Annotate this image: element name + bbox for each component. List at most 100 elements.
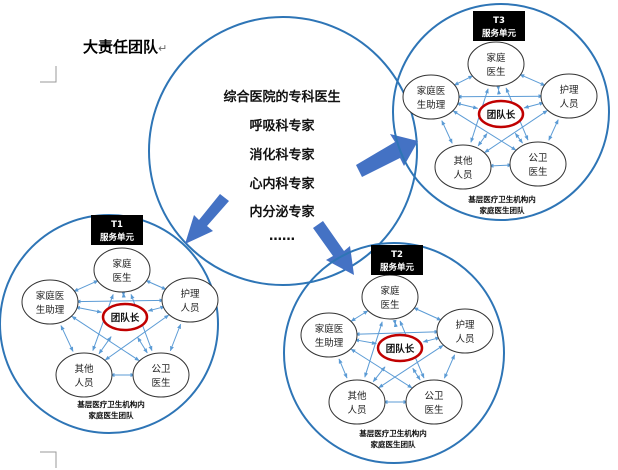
- member-node-line-1: 人员: [453, 170, 472, 181]
- connector-leader-right: [147, 305, 166, 312]
- unit-header-bg: [473, 11, 525, 41]
- connector-leader-bottom_right: [514, 132, 523, 144]
- unit-header: T1 服务单元: [91, 215, 143, 245]
- member-node-shape: [55, 352, 113, 398]
- team-leader: 团队长: [376, 333, 424, 363]
- member-node-shape: [467, 41, 525, 87]
- unit-circle: [283, 242, 505, 464]
- connector-left-right: [75, 298, 165, 304]
- unit-t3: 家庭医生家庭医生助理护理人员其他人员公卫医生团队长T3服务单元基层医疗卫生机构内…: [392, 3, 610, 221]
- connector-top-right: [413, 307, 442, 321]
- center-line-2: 消化科专家: [249, 147, 315, 163]
- unit-circle: [392, 3, 610, 221]
- connector-leader-bottom_right: [137, 336, 148, 354]
- member-node-shape: [402, 74, 460, 120]
- member-node-line-0: 护理: [180, 288, 200, 300]
- member-node-line-1: 人员: [559, 99, 578, 110]
- connector-right-bottom_right: [443, 354, 456, 379]
- member-node-line-1: 人员: [180, 303, 199, 314]
- member-node-line-1: 生助理: [315, 337, 344, 349]
- member-node-line-0: 公卫: [528, 153, 548, 164]
- connector-left-bottom_left: [441, 120, 453, 144]
- member-node-line-1: 医生: [486, 66, 506, 78]
- connector-top-right: [145, 280, 167, 290]
- connector-leader-bottom_right: [412, 367, 421, 381]
- member-node-line-0: 其他: [453, 155, 473, 167]
- member-node-line-0: 护理: [559, 84, 579, 96]
- crop-mark-bottom-left: [40, 451, 57, 468]
- center-line-4: 内分泌专家: [249, 204, 315, 220]
- connector-leader-left: [75, 306, 102, 314]
- member-node-line-0: 家庭: [486, 52, 506, 64]
- unit-header-id: T3: [493, 16, 505, 26]
- unit-header-bg: [371, 245, 423, 275]
- connector-leader-left: [354, 338, 377, 345]
- member-node-line-0: 护理: [455, 319, 475, 331]
- member-node-shape: [21, 279, 79, 325]
- member-node-top: 家庭医生: [93, 247, 151, 293]
- leader-label: 团队长: [487, 109, 516, 121]
- member-node-line-1: 医生: [151, 377, 171, 389]
- center-line-3: 心内科专家: [249, 176, 315, 192]
- member-node-top: 家庭医生: [467, 41, 525, 87]
- connector-right-bottom_right: [548, 119, 559, 141]
- unit-t2: 家庭医生家庭医生助理护理人员其他人员公卫医生团队长T2服务单元基层医疗卫生机构内…: [283, 242, 505, 464]
- leader-ring: [376, 333, 424, 363]
- connector-right-bottom_left: [484, 110, 548, 153]
- unit-header-id: T1: [111, 220, 123, 230]
- arrow-to-t2: [313, 221, 354, 275]
- connector-left-right: [456, 94, 544, 99]
- team-leader: 团队长: [477, 99, 525, 129]
- connector-right-bottom_right: [169, 323, 182, 352]
- unit-header-label: 服务单元: [100, 232, 135, 243]
- connector-top-left: [453, 75, 474, 86]
- unit-header: T3 服务单元: [473, 11, 525, 41]
- connector-right-bottom_left: [378, 344, 444, 389]
- member-node-shape: [434, 144, 492, 190]
- center-specialists: 综合医院的专科医生 呼吸科专家 消化科专家 心内科专家 内分泌专家 ……: [148, 16, 418, 286]
- member-node-shape: [405, 379, 463, 425]
- member-node-line-1: 生助理: [417, 99, 446, 111]
- connector-left-bottom_left: [338, 358, 348, 379]
- connector-top-left: [73, 280, 99, 292]
- leader-label: 团队长: [386, 343, 415, 355]
- member-node-line-1: 生助理: [36, 304, 65, 316]
- member-node-shape: [436, 308, 494, 354]
- connector-right-bottom_left: [104, 314, 170, 361]
- member-node-line-1: 人员: [455, 334, 474, 345]
- member-node-shape: [540, 73, 598, 119]
- connector-leader-bottom_left: [372, 366, 386, 383]
- arrow-to-t1: [185, 194, 229, 244]
- member-node-line-1: 医生: [424, 404, 444, 416]
- center-circle: [148, 16, 418, 286]
- leader-ring: [101, 302, 149, 332]
- connector-left-right: [354, 329, 440, 337]
- member-node-line-0: 其他: [74, 363, 94, 375]
- unit-header-label: 服务单元: [482, 28, 517, 39]
- member-node-shape: [300, 312, 358, 358]
- connector-leader-bottom_left: [98, 336, 112, 355]
- member-node-line-0: 家庭医: [417, 85, 446, 97]
- member-node-shape: [132, 352, 190, 398]
- connector-leader-bottom_left: [477, 133, 488, 147]
- connector-left-bottom_left: [60, 325, 74, 352]
- center-line-5: ……: [269, 229, 295, 244]
- unit-caption-line-1: 家庭医生团队: [89, 410, 134, 420]
- member-node-line-0: 其他: [347, 390, 367, 402]
- connector-leader-right: [422, 336, 441, 343]
- member-node-line-1: 医生: [528, 166, 548, 178]
- leader-ring: [477, 99, 525, 129]
- member-node-line-0: 家庭: [112, 258, 132, 270]
- connector-leader-left: [455, 102, 479, 110]
- member-node-shape: [93, 247, 151, 293]
- unit-caption-line-1: 家庭医生团队: [371, 439, 416, 449]
- member-node-line-0: 公卫: [424, 391, 444, 402]
